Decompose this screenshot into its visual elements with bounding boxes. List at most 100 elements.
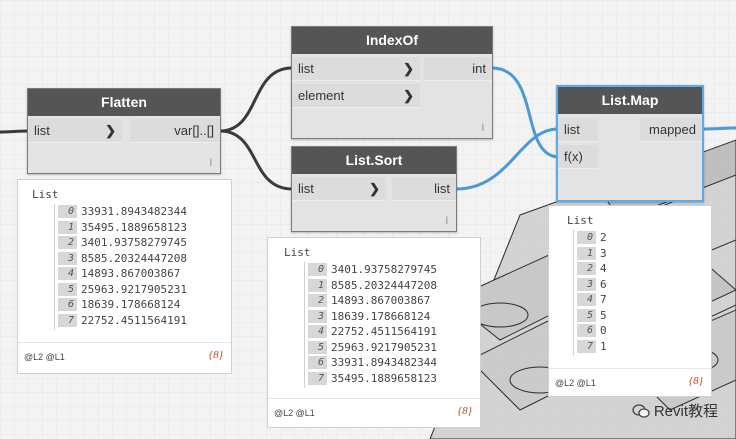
flatten-input-list[interactable]: list ❯ <box>28 119 122 143</box>
port-label: int <box>472 61 486 76</box>
item-index: 7 <box>577 339 596 353</box>
item-index: 6 <box>577 324 596 337</box>
watch-divider <box>18 342 231 343</box>
node-lacing-indicator: l <box>445 216 448 227</box>
list-item: 1 35495.1889658123 <box>58 220 187 236</box>
port-label: mapped <box>649 122 696 137</box>
item-index: 7 <box>58 313 77 327</box>
item-index: 1 <box>577 246 596 260</box>
port-label: var[]..[] <box>174 123 214 138</box>
item-value: 2 <box>600 231 607 244</box>
port-label: list <box>34 123 50 138</box>
listmap-input-list[interactable]: list <box>558 118 598 142</box>
watch-divider <box>549 368 711 369</box>
indexof-input-element[interactable]: element ❯ <box>292 84 420 108</box>
watch-tree-line <box>573 230 574 356</box>
item-value: 25963.9217905231 <box>81 282 187 296</box>
item-index: 6 <box>58 298 77 311</box>
item-index: 7 <box>308 371 327 385</box>
watch-count: {8} <box>688 375 703 387</box>
item-value: 35495.1889658123 <box>331 371 437 385</box>
item-index: 3 <box>308 309 327 323</box>
watch-levels[interactable]: @L2 @L1 <box>555 378 596 388</box>
listmap-input-fx[interactable]: f(x) <box>558 145 598 169</box>
item-index: 1 <box>308 278 327 292</box>
listsort-output[interactable]: list <box>392 177 456 201</box>
watch-count: {8} <box>208 349 223 361</box>
item-value: 14893.867003867 <box>81 267 181 280</box>
watch-levels[interactable]: @L2 @L1 <box>24 352 65 362</box>
item-index: 0 <box>308 263 327 276</box>
item-index: 2 <box>577 262 596 275</box>
chevron-right-icon: ❯ <box>403 61 414 76</box>
item-index: 5 <box>58 282 77 296</box>
watch-title: List <box>567 214 594 227</box>
chat-bubbles-icon <box>632 403 650 418</box>
item-index: 1 <box>58 220 77 234</box>
list-item: 7 35495.1889658123 <box>308 371 437 387</box>
item-value: 33931.8943482344 <box>81 205 187 218</box>
item-index: 6 <box>308 356 327 369</box>
item-value: 25963.9217905231 <box>331 340 437 354</box>
item-value: 0 <box>600 324 607 337</box>
item-index: 5 <box>308 340 327 354</box>
item-value: 6 <box>600 277 607 291</box>
item-index: 2 <box>58 236 77 249</box>
item-index: 4 <box>58 267 77 280</box>
list-item: 3 18639.178668124 <box>308 309 437 325</box>
watch-title: List <box>32 188 59 201</box>
list-item: 7 22752.4511564191 <box>58 313 187 329</box>
item-index: 4 <box>308 325 327 338</box>
item-index: 2 <box>308 294 327 307</box>
flatten-node[interactable]: Flatten list ❯ var[]..[] l <box>27 88 221 174</box>
watermark-text: Revit教程 <box>653 403 718 420</box>
port-label: list <box>298 61 314 76</box>
item-value: 35495.1889658123 <box>81 220 187 234</box>
listmap-node[interactable]: List.Map list f(x) mapped <box>556 85 704 202</box>
list-item: 2 14893.867003867 <box>308 293 437 309</box>
item-value: 18639.178668124 <box>81 298 181 311</box>
watch-levels[interactable]: @L2 @L1 <box>274 408 315 418</box>
item-value: 1 <box>600 339 607 353</box>
list-item: 4 14893.867003867 <box>58 266 187 282</box>
indexof-output[interactable]: int <box>424 57 492 81</box>
flatten-output[interactable]: var[]..[] <box>130 119 220 143</box>
watermark: Revit教程 <box>632 400 718 421</box>
chevron-right-icon: ❯ <box>105 123 116 138</box>
listsort-input-list[interactable]: list ❯ <box>292 177 386 201</box>
node-lacing-indicator: l <box>481 123 484 134</box>
listsort-node[interactable]: List.Sort list ❯ list l <box>291 146 457 232</box>
port-label: element <box>298 88 345 103</box>
chevron-right-icon: ❯ <box>403 88 414 103</box>
indexof-node-title: IndexOf <box>292 27 492 54</box>
item-value: 14893.867003867 <box>331 294 431 307</box>
item-value: 22752.4511564191 <box>81 313 187 327</box>
port-label: list <box>298 181 314 196</box>
list-item: 5 25963.9217905231 <box>308 340 437 356</box>
indexof-input-list[interactable]: list ❯ <box>292 57 420 81</box>
indexof-node[interactable]: IndexOf list ❯ element ❯ int l <box>291 26 493 139</box>
item-index: 3 <box>58 251 77 265</box>
watch-count: {8} <box>457 405 472 417</box>
item-value: 18639.178668124 <box>331 309 431 323</box>
item-value: 8585.20324447208 <box>81 251 187 265</box>
watch-divider <box>268 398 480 399</box>
listmap-output[interactable]: mapped <box>640 118 702 142</box>
watch-title: List <box>284 246 311 259</box>
